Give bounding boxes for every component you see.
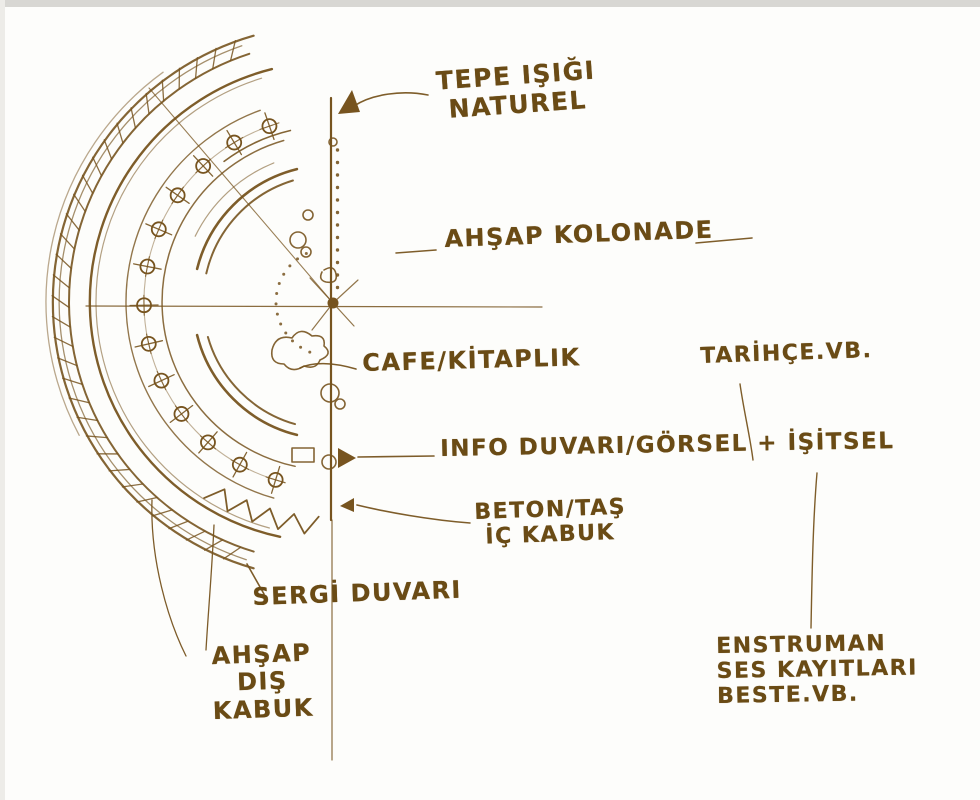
leader-beton — [356, 504, 471, 524]
info-arrow — [338, 448, 356, 468]
center-mark — [309, 277, 359, 331]
north-arrow — [338, 90, 360, 114]
leader-kolonade-right — [695, 237, 753, 244]
interior-scribbles — [270, 137, 346, 470]
sight-line — [148, 87, 334, 304]
leader-enstruman — [810, 472, 818, 629]
leader-tarihce — [739, 383, 754, 461]
shell-arrow — [340, 498, 354, 512]
leader-cafe — [299, 362, 357, 370]
furniture-scribble — [320, 383, 340, 403]
column-detail — [328, 137, 338, 147]
axis-horizontal — [85, 305, 543, 308]
leader-ahsapdis-1 — [151, 499, 187, 657]
label-cafe-kitaplik: CAFE/KİTAPLIK — [361, 343, 581, 377]
piano-scribble — [270, 330, 329, 371]
dotted-guides — [274, 148, 340, 354]
furniture-scribble — [289, 231, 307, 249]
label-enstruman: ENSTRUMAN SES KAYITLARI BESTE.VB. — [716, 631, 918, 710]
furniture-scribble — [334, 398, 346, 410]
center-asterisk — [309, 277, 359, 331]
leader-sergi — [246, 563, 265, 595]
leader-lines — [151, 92, 818, 657]
label-tepe-isigi: TEPE IŞIĞI NATUREL — [435, 55, 597, 124]
shell-arcs — [45, 34, 299, 570]
wall-end-column — [321, 454, 337, 470]
scan-edge-left — [0, 0, 5, 800]
furniture-scribble — [300, 246, 312, 258]
label-ahsap-dis-kabuk: AHŞAP DIŞ KABUK — [211, 638, 315, 725]
leader-info — [357, 455, 435, 458]
scan-edge-top — [0, 0, 980, 7]
leader-tepe — [353, 92, 429, 107]
leader-kolonade-left — [395, 249, 437, 254]
label-beton-tas: BETON/TAŞ İÇ KABUK — [474, 494, 627, 550]
furniture-scribble — [302, 209, 314, 221]
axis-lines — [85, 87, 543, 761]
outer-hatch-band — [51, 39, 242, 560]
arrows — [338, 90, 360, 512]
colonnade-columns — [129, 112, 286, 494]
zigzag-wall — [203, 488, 320, 535]
leader-ahsapdis-2 — [205, 524, 215, 651]
door-detail — [291, 447, 315, 463]
spiral-scribble — [319, 266, 338, 284]
